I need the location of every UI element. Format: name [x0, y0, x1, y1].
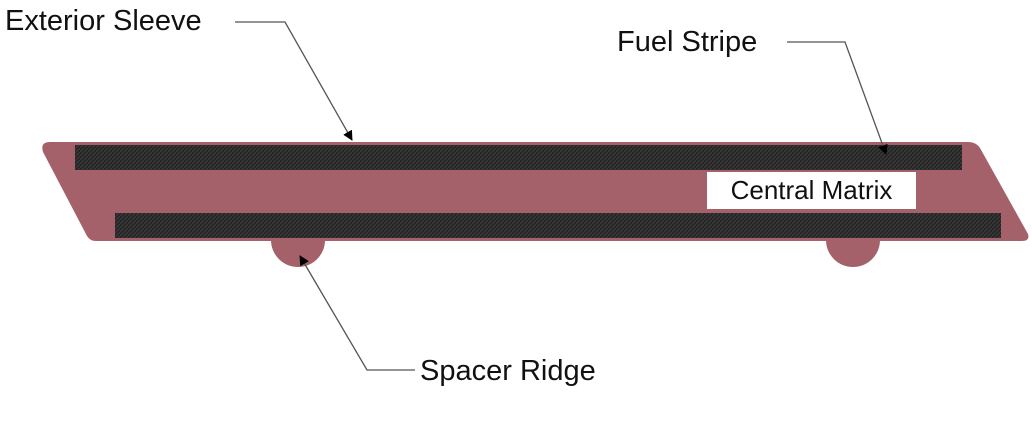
- fuel-stripe-top: [75, 145, 962, 170]
- fuel-stripe-leader: [787, 41, 888, 155]
- exterior-sleeve-label: Exterior Sleeve: [5, 5, 202, 37]
- spacer-ridge-leader: [299, 255, 415, 371]
- central-matrix-label: Central Matrix: [707, 172, 916, 209]
- exterior-sleeve-leader: [235, 21, 353, 141]
- fuel-stripe-bottom: [115, 213, 1001, 238]
- spacer-ridge-label: Spacer Ridge: [420, 355, 596, 387]
- fuel-stripe-label: Fuel Stripe: [617, 26, 758, 58]
